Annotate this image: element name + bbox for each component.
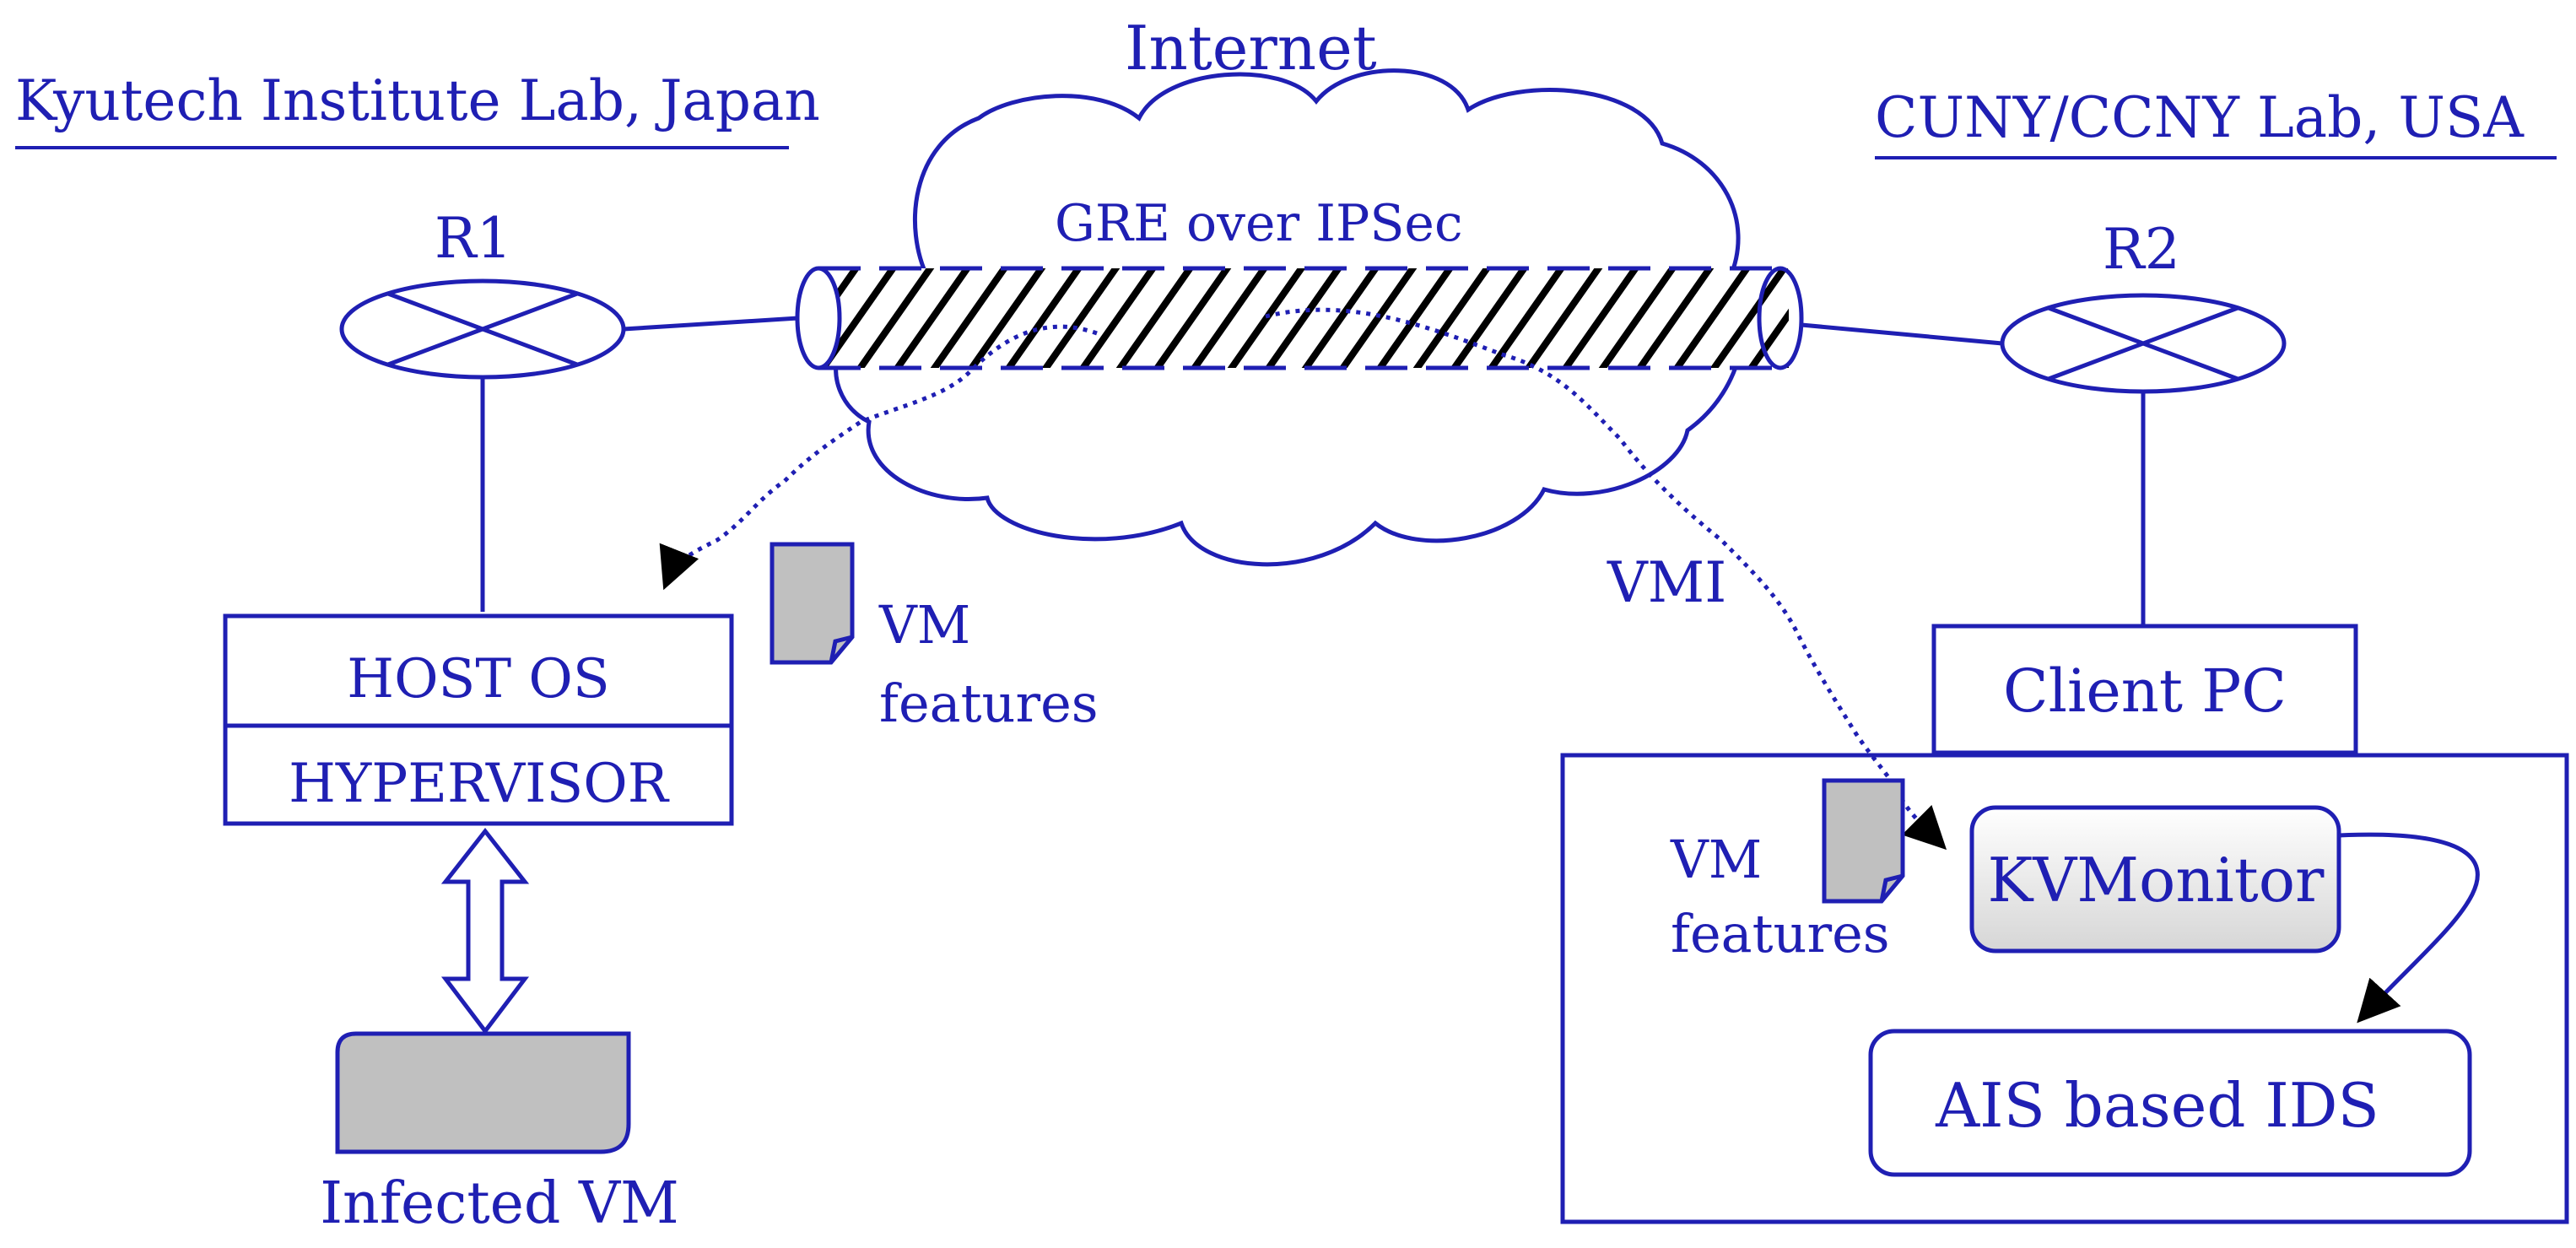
vmi-transfer-path xyxy=(1265,307,1947,851)
tunnel-label: GRE over IPSec xyxy=(1055,194,1463,253)
gre-tunnel xyxy=(795,266,1804,370)
internet-label: Internet xyxy=(1125,13,1377,84)
ids-label: AIS based IDS xyxy=(1935,1070,2379,1141)
router-r1 xyxy=(339,278,626,380)
router-r2 xyxy=(2000,293,2287,394)
kvmonitor-box xyxy=(1969,805,2341,954)
ids-box xyxy=(1868,1029,2472,1177)
client-pc-box xyxy=(1931,624,2358,755)
vm-features-left-line2: features xyxy=(879,673,1099,734)
kvmonitor-label: KVMonitor xyxy=(1988,845,2325,916)
vmi-label: VMI xyxy=(1607,550,1726,615)
host-os-label: HOST OS xyxy=(347,648,609,710)
document-icon xyxy=(770,542,855,665)
right-site-label: CUNY/CCNY Lab, USA xyxy=(1875,85,2525,150)
router-r2-label: R2 xyxy=(2103,217,2180,282)
infected-vm-box xyxy=(335,1031,631,1154)
link-r1-tunnel xyxy=(623,316,799,332)
infected-vm-label: Infected VM xyxy=(320,1170,679,1237)
link-tunnel-r2 xyxy=(1801,322,2003,346)
client-internals-box xyxy=(1560,753,2569,1224)
hypervisor-label: HYPERVISOR xyxy=(289,753,670,815)
vm-features-right-line2: features xyxy=(1671,903,1890,964)
client-pc-label: Client PC xyxy=(2003,656,2287,726)
document-icon xyxy=(1822,778,1905,904)
internet-cloud xyxy=(834,68,1746,567)
vm-features-right-line1: VM xyxy=(1670,829,1762,890)
host-box xyxy=(223,613,734,826)
kvmonitor-to-ids-arrow xyxy=(2338,832,2480,1024)
left-site-label: Kyutech Institute Lab, Japan xyxy=(15,68,820,133)
vm-features-left-line1: VM xyxy=(878,594,970,656)
double-arrow-icon xyxy=(440,827,530,1035)
router-r1-label: R1 xyxy=(435,206,512,271)
vm-features-transfer-left xyxy=(659,324,1098,591)
